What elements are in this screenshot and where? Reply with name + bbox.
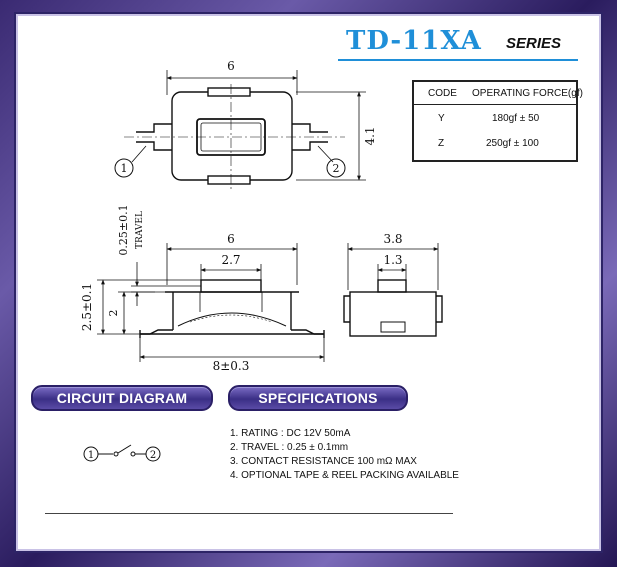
operating-force-table: CODE OPERATING FORCE(gf) Y 180gf ± 50 Z … bbox=[412, 80, 583, 162]
table-divider bbox=[414, 104, 576, 105]
circuit-diagram bbox=[83, 444, 161, 462]
table-header-force: OPERATING FORCE(gf) bbox=[472, 88, 583, 99]
table-code-y: Y bbox=[438, 113, 445, 124]
dim-travel: 0.25±0.1 bbox=[117, 204, 130, 255]
dim-top-width: 6 bbox=[227, 59, 235, 73]
dim-front-total: 8±0.3 bbox=[213, 359, 250, 373]
table-force-y: 180gf ± 50 bbox=[492, 113, 540, 124]
terminal-1-label: 1 bbox=[121, 162, 128, 175]
table-code-z: Z bbox=[438, 138, 445, 149]
circuit-diagram-heading: CIRCUIT DIAGRAM bbox=[31, 385, 213, 411]
circuit-node-2: 2 bbox=[150, 450, 156, 461]
bottom-rule bbox=[45, 513, 453, 514]
spec-rating: 1. RATING : DC 12V 50mA bbox=[230, 428, 351, 439]
spec-travel: 2. TRAVEL : 0.25 ± 0.1mm bbox=[230, 442, 349, 453]
dim-front-body: 2 bbox=[107, 310, 120, 317]
spec-packing: 4. OPTIONAL TAPE & REEL PACKING AVAILABL… bbox=[230, 470, 459, 481]
terminal-2-label: 2 bbox=[333, 162, 340, 175]
top-view bbox=[114, 70, 366, 190]
specifications-list: 1. RATING : DC 12V 50mA 2. TRAVEL : 0.25… bbox=[230, 427, 530, 483]
dim-top-height: 4.1 bbox=[363, 126, 377, 145]
product-title: TD-11XA SERIES bbox=[338, 24, 578, 64]
side-view bbox=[343, 243, 443, 337]
dim-travel-label: TRAVEL bbox=[135, 211, 145, 249]
title-series: SERIES bbox=[506, 35, 562, 52]
dim-side-width: 3.8 bbox=[383, 232, 402, 246]
title-underline bbox=[338, 59, 578, 61]
dim-front-height: 2.5±0.1 bbox=[80, 283, 94, 331]
dim-front-cap: 2.7 bbox=[221, 253, 240, 267]
title-model: TD-11XA bbox=[346, 26, 482, 56]
table-header-code: CODE bbox=[428, 88, 457, 99]
table-force-z: 250gf ± 100 bbox=[486, 138, 539, 149]
spec-contact-resistance: 3. CONTACT RESISTANCE 100 mΩ MAX bbox=[230, 456, 417, 467]
dim-side-cap: 1.3 bbox=[383, 253, 402, 267]
circuit-node-1: 1 bbox=[88, 450, 94, 461]
specifications-heading: SPECIFICATIONS bbox=[228, 385, 408, 411]
dim-front-width: 6 bbox=[227, 232, 235, 246]
front-view bbox=[97, 243, 325, 362]
